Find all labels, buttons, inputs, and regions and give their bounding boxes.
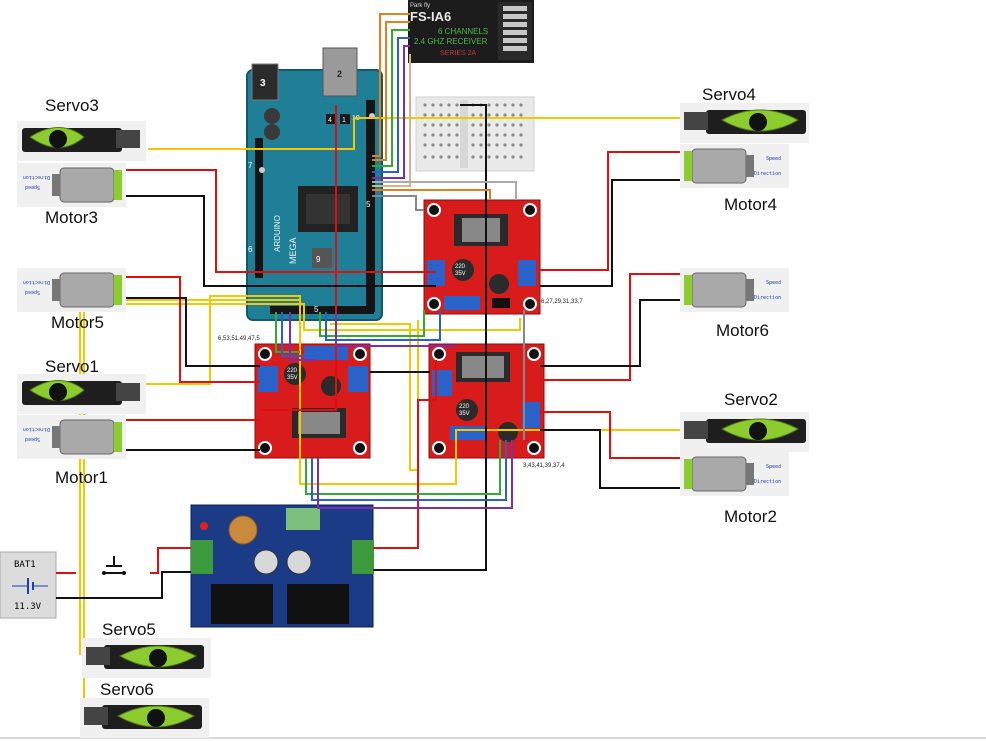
servo3-label: Servo3 xyxy=(45,96,99,115)
motor1-label: Motor1 xyxy=(55,468,108,487)
battery-voltage: 11.3V xyxy=(14,602,42,612)
motor-1: Direction Speed xyxy=(17,415,126,459)
servo6-label: Servo6 xyxy=(100,680,154,699)
driver-a-pins: 6,27,29,31,33,7 xyxy=(541,299,583,305)
servo-2 xyxy=(680,412,809,452)
arduino-model: MEGA xyxy=(288,237,298,264)
svg-text:Speed: Speed xyxy=(766,464,781,470)
battery xyxy=(0,551,57,619)
receiver-brand: Park fly xyxy=(410,3,430,9)
motor-driver-b: 220 35V xyxy=(254,343,371,459)
breadboard xyxy=(415,96,535,172)
svg-text:Speed: Speed xyxy=(25,184,40,190)
svg-text:Direction: Direction xyxy=(754,295,781,301)
servo-5 xyxy=(82,638,211,678)
arduino-mega: 3 2 9 ARDUINO MEGA 4 1 10 5 7 6 5 xyxy=(246,47,383,321)
motor-2: Speed Direction xyxy=(680,452,789,496)
svg-text:Direction: Direction xyxy=(23,279,50,285)
motor3-label: Motor3 xyxy=(45,208,98,227)
svg-text:6: 6 xyxy=(248,245,253,254)
motor-6: Speed Direction xyxy=(680,268,789,312)
receiver-model: FS-IA6 xyxy=(410,9,451,24)
servo-4 xyxy=(680,103,809,143)
svg-text:220: 220 xyxy=(455,264,466,270)
battery-name: BAT1 xyxy=(14,560,36,570)
motor-driver-a: 220 35V xyxy=(423,199,541,315)
voltage-regulator xyxy=(190,504,374,628)
driver-c-pins: 3,43,41,39,37,4 xyxy=(523,463,565,469)
rc-receiver: Park fly FS-IA6 6 CHANNELS 2.4 GHZ RECEI… xyxy=(408,0,534,63)
svg-text:5: 5 xyxy=(314,305,319,314)
servo-3 xyxy=(17,121,146,161)
receiver-channels: 6 CHANNELS xyxy=(438,27,488,36)
svg-text:7: 7 xyxy=(248,161,253,170)
svg-text:220: 220 xyxy=(459,404,470,410)
motor5-label: Motor5 xyxy=(51,313,104,332)
svg-text:Speed: Speed xyxy=(766,156,781,162)
svg-text:Direction: Direction xyxy=(754,171,781,177)
motor4-label: Motor4 xyxy=(724,195,777,214)
arduino-brand: ARDUINO xyxy=(273,215,282,252)
svg-text:Speed: Speed xyxy=(25,436,40,442)
receiver-series: SERIES 2A xyxy=(440,50,477,57)
svg-text:35V: 35V xyxy=(287,375,298,381)
svg-text:1: 1 xyxy=(342,117,346,124)
svg-text:220: 220 xyxy=(287,368,298,374)
motor-5: Direction Speed xyxy=(17,268,126,312)
svg-text:3: 3 xyxy=(260,78,266,89)
push-switch xyxy=(102,556,126,575)
wires xyxy=(56,13,680,712)
receiver-band: 2.4 GHZ RECEIVER xyxy=(414,37,488,46)
servo2-label: Servo2 xyxy=(724,390,778,409)
servo-6 xyxy=(80,698,209,738)
svg-text:4: 4 xyxy=(328,117,332,124)
servo1-label: Servo1 xyxy=(45,357,99,376)
servo5-label: Servo5 xyxy=(102,620,156,639)
driver-b-pins: 6,53,51,49,47,5 xyxy=(218,336,260,342)
motor2-label: Motor2 xyxy=(724,507,777,526)
svg-text:35V: 35V xyxy=(459,411,470,417)
svg-text:9: 9 xyxy=(316,255,321,264)
motor-4: Speed Direction xyxy=(680,144,789,188)
svg-text:Speed: Speed xyxy=(25,289,40,295)
servo-1 xyxy=(17,374,146,414)
servo4-label: Servo4 xyxy=(702,85,756,104)
svg-text:Direction: Direction xyxy=(23,174,50,180)
svg-text:35V: 35V xyxy=(455,271,466,277)
svg-text:Speed: Speed xyxy=(766,280,781,286)
motor-3: Direction Speed xyxy=(17,163,126,207)
svg-text:2: 2 xyxy=(337,69,342,79)
motor6-label: Motor6 xyxy=(716,321,769,340)
svg-text:Direction: Direction xyxy=(754,479,781,485)
svg-text:Direction: Direction xyxy=(23,426,50,432)
svg-text:5: 5 xyxy=(366,200,371,209)
